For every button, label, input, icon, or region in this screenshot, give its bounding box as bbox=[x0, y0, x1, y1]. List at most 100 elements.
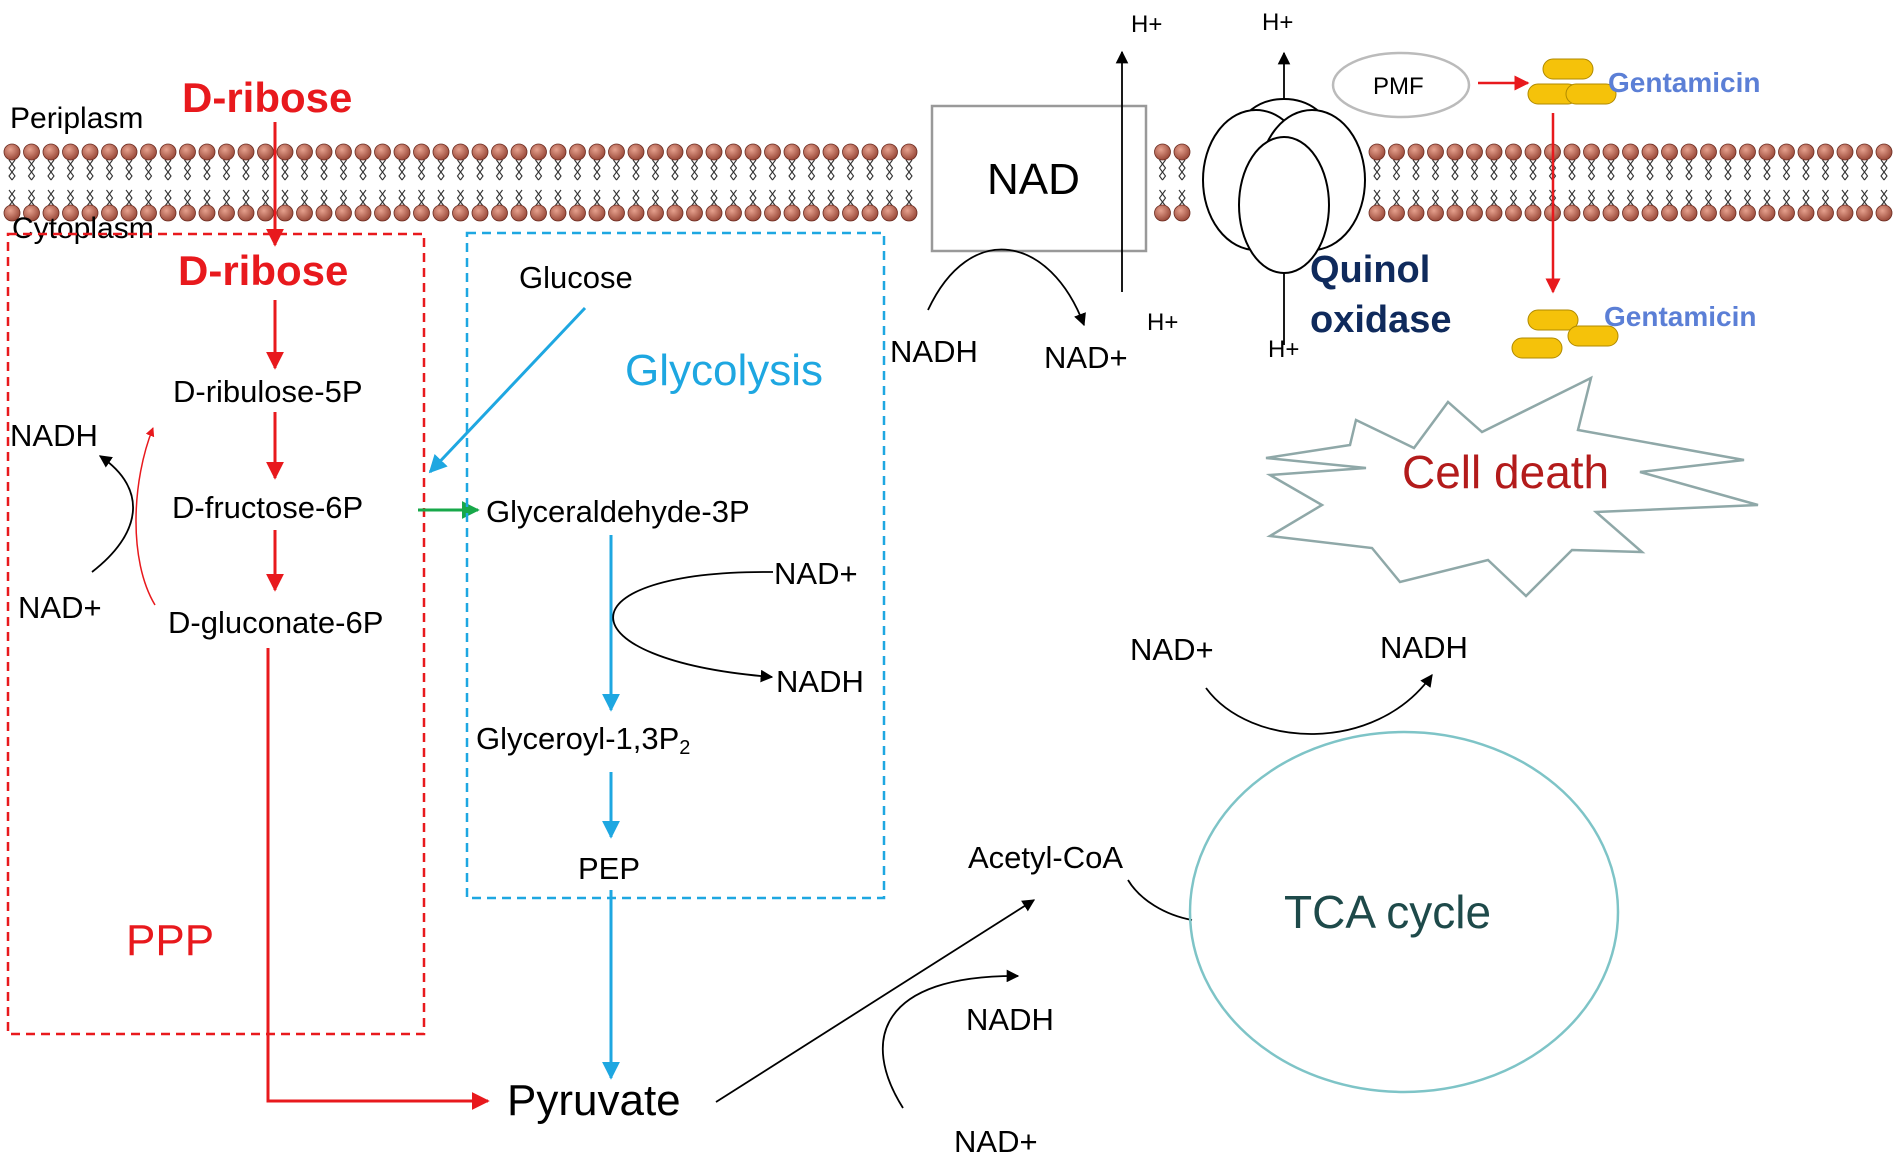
tca-cycle-label: TCA cycle bbox=[1284, 886, 1491, 938]
phospholipid bbox=[452, 143, 469, 222]
cell-death-label: Cell death bbox=[1402, 446, 1609, 498]
oxidase-label: oxidase bbox=[1310, 299, 1452, 341]
glycolysis-box bbox=[465, 231, 886, 900]
glucose-to-g3p-arrow bbox=[428, 306, 587, 474]
pyruvate-to-acetyl-coa-arrow bbox=[715, 899, 1036, 1103]
phospholipid bbox=[393, 143, 411, 222]
phospholipid bbox=[42, 143, 60, 222]
phospholipid bbox=[218, 143, 235, 222]
phospholipid bbox=[432, 143, 450, 222]
phospholipid bbox=[1680, 143, 1698, 222]
quinol-oxidase-complex bbox=[1202, 51, 1366, 345]
tca-cycle-circle bbox=[1188, 730, 1620, 1094]
phospholipid bbox=[1583, 143, 1600, 222]
phospholipid bbox=[335, 143, 352, 222]
pyruvate-nadh-label: NADH bbox=[966, 1002, 1054, 1037]
fructose-6p-label: D-fructose-6P bbox=[172, 490, 363, 525]
phospholipid bbox=[1758, 143, 1776, 222]
glyceroyl-label: Glyceroyl-1,3P2 bbox=[476, 721, 690, 759]
phospholipid bbox=[276, 143, 294, 222]
ppp-nad-red-arrow bbox=[135, 427, 156, 606]
phospholipid bbox=[159, 143, 177, 222]
phospholipid bbox=[861, 143, 879, 222]
phospholipid bbox=[1154, 143, 1171, 222]
phospholipid bbox=[140, 143, 157, 222]
phospholipid bbox=[471, 143, 489, 222]
pyruvate-nad-arrow bbox=[881, 969, 1020, 1109]
phospholipid bbox=[686, 143, 703, 222]
phospholipid bbox=[1173, 143, 1191, 222]
phospholipid bbox=[1797, 143, 1815, 222]
gluconate-6p-label: D-gluconate-6P bbox=[168, 605, 383, 640]
cell-death-starburst bbox=[1265, 375, 1759, 598]
phospholipid bbox=[647, 143, 664, 222]
phospholipid bbox=[1817, 143, 1834, 222]
ribulose-5p-label: D-ribulose-5P bbox=[173, 374, 363, 409]
ppp-nad-black-arrow bbox=[91, 455, 134, 573]
phospholipid bbox=[23, 143, 40, 222]
phospholipid bbox=[1778, 143, 1795, 222]
phospholipid bbox=[1700, 143, 1717, 222]
phospholipid bbox=[744, 143, 762, 222]
ppp-nadplus-label: NAD+ bbox=[18, 590, 102, 625]
h-plus-label-4: H+ bbox=[1268, 336, 1299, 363]
membrane-nadplus-label: NAD+ bbox=[1044, 340, 1128, 375]
phospholipid bbox=[1836, 143, 1854, 222]
phospholipid bbox=[1388, 143, 1405, 222]
phospholipid bbox=[374, 143, 391, 222]
phospholipid bbox=[120, 143, 138, 222]
pmf-label: PMF bbox=[1373, 73, 1424, 100]
phospholipid bbox=[296, 143, 313, 222]
glucose-label: Glucose bbox=[519, 260, 633, 295]
membrane-nadh-label: NADH bbox=[890, 334, 978, 369]
phospholipid bbox=[179, 143, 196, 222]
phospholipid bbox=[627, 143, 645, 222]
pyruvate-nadplus-label: NAD+ bbox=[954, 1124, 1038, 1159]
tca-nadplus-label: NAD+ bbox=[1130, 632, 1214, 667]
phospholipid bbox=[881, 143, 898, 222]
tca-nad-arrow bbox=[1205, 673, 1433, 735]
phospholipid bbox=[1875, 143, 1893, 222]
d-ribose-cytoplasm: D-ribose bbox=[178, 247, 348, 294]
gentamicin-inside-label: Gentamicin bbox=[1604, 301, 1756, 332]
acetyl-coa-connector bbox=[1127, 879, 1193, 921]
phospholipid bbox=[1641, 143, 1659, 222]
phospholipid bbox=[725, 143, 742, 222]
gluconate-to-pyruvate-arrow bbox=[266, 648, 490, 1110]
phospholipid bbox=[198, 143, 216, 222]
membrane-nad-arrow bbox=[927, 248, 1086, 327]
phospholipid bbox=[822, 143, 840, 222]
phospholipid bbox=[569, 143, 586, 222]
pyruvate-label: Pyruvate bbox=[507, 1076, 681, 1125]
phospholipid bbox=[257, 143, 274, 222]
h-plus-label-1: H+ bbox=[1131, 11, 1162, 38]
phospholipid bbox=[900, 143, 918, 222]
phospholipid bbox=[62, 143, 79, 222]
phospholipid bbox=[1407, 143, 1425, 222]
glycolysis-nadplus-label: NAD+ bbox=[774, 556, 858, 591]
phospholipid bbox=[1446, 143, 1464, 222]
phospholipid bbox=[237, 143, 255, 222]
gentamicin-outside-label: Gentamicin bbox=[1608, 67, 1760, 98]
phospholipid bbox=[549, 143, 567, 222]
phospholipid bbox=[1661, 143, 1678, 222]
gentamicin-pills-outside bbox=[1527, 58, 1617, 105]
glycolysis-nadh-label: NADH bbox=[776, 664, 864, 699]
phospholipid bbox=[1466, 143, 1483, 222]
periplasm-label: Periplasm bbox=[10, 102, 143, 135]
phospholipid bbox=[842, 143, 859, 222]
phospholipid bbox=[1485, 143, 1503, 222]
phospholipid bbox=[1505, 143, 1522, 222]
phospholipid bbox=[783, 143, 801, 222]
phospholipid bbox=[1739, 143, 1756, 222]
phospholipid bbox=[1524, 143, 1542, 222]
phospholipid bbox=[101, 143, 118, 222]
nad-box-label: NAD bbox=[987, 155, 1080, 204]
glycolysis-nad-arrow bbox=[612, 571, 774, 683]
phospholipid bbox=[510, 143, 528, 222]
ppp-nadh-label: NADH bbox=[10, 418, 98, 453]
phospholipid bbox=[315, 143, 333, 222]
phospholipid bbox=[705, 143, 723, 222]
cell-membrane bbox=[3, 143, 1893, 222]
